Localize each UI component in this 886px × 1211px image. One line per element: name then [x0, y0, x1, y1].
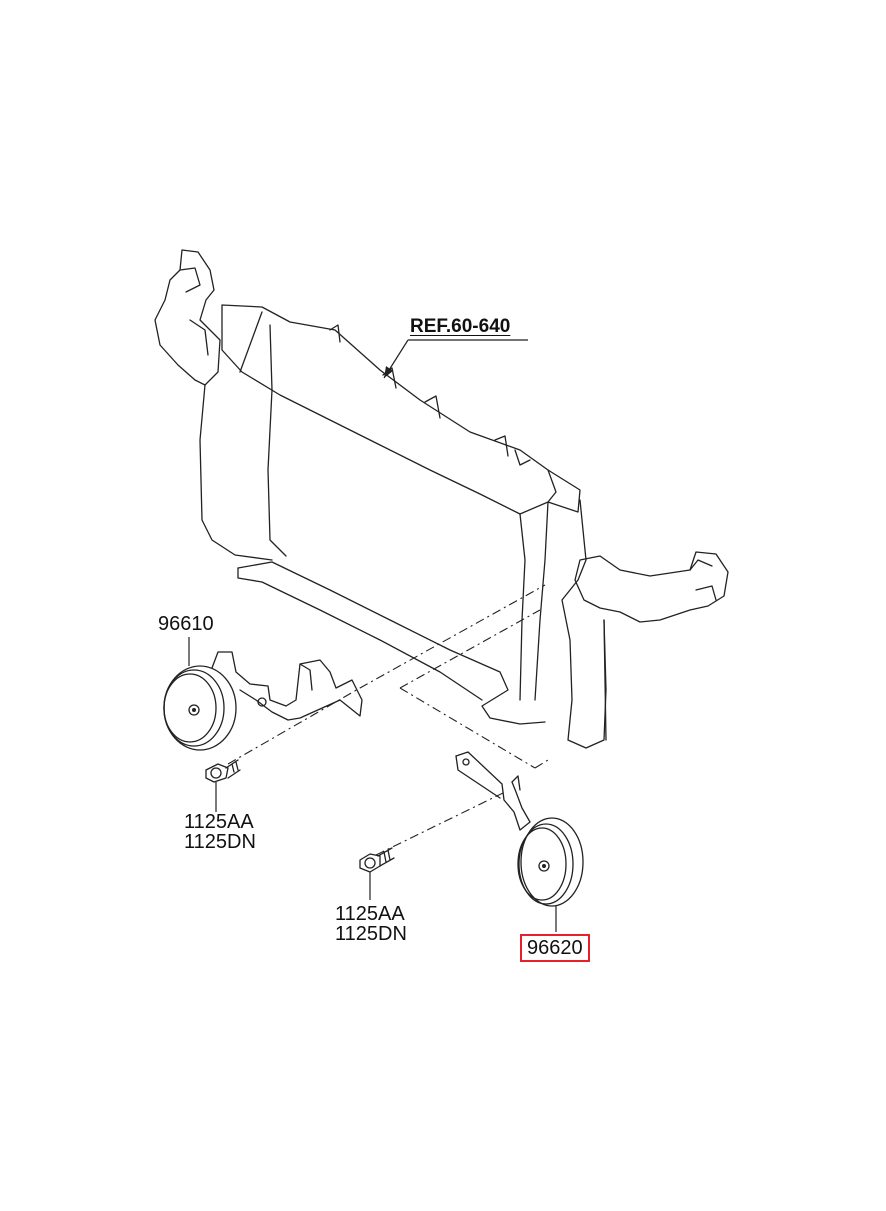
horn-right-bracket [455, 751, 531, 831]
bolt-left[interactable] [205, 759, 241, 783]
part-number-horn-right-highlighted[interactable]: 96620 [520, 934, 590, 962]
radiator-support-carrier [154, 249, 729, 749]
part-number-horn-left[interactable]: 96610 [158, 613, 214, 635]
reference-label[interactable]: REF.60-640 [410, 316, 511, 337]
reference-leader-line [383, 339, 528, 379]
horn-left-bracket [211, 651, 363, 721]
part-number-bolt-left-2[interactable]: 1125DN [184, 831, 256, 853]
part-number-bolt-right-2[interactable]: 1125DN [335, 923, 407, 945]
part-number-bolt-left-1[interactable]: 1125AA [184, 811, 254, 833]
part-number-bolt-right-1[interactable]: 1125AA [335, 903, 405, 925]
assembly-lines [227, 584, 549, 856]
bolt-right[interactable] [359, 847, 395, 873]
horn-left[interactable] [163, 665, 237, 751]
horn-right[interactable] [517, 817, 584, 907]
reference-arrowhead [384, 366, 393, 378]
